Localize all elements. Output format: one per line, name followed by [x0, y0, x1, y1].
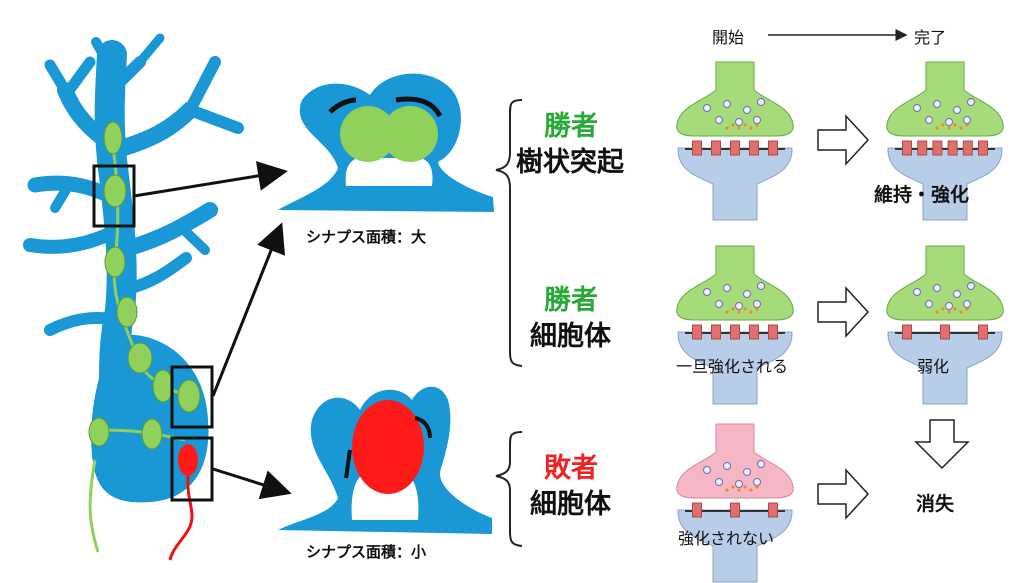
- neuron: [23, 33, 244, 561]
- synapse-row3-start: [676, 423, 794, 583]
- row2-start-note: 一旦強化される: [676, 357, 789, 376]
- transition-arrow-row3: [817, 468, 870, 520]
- highlight-box-soma-winner: [170, 365, 214, 429]
- group1-target: 樹状突起: [516, 147, 624, 178]
- transition-arrow-row2: [817, 286, 870, 338]
- timeline-start-label: 開始: [712, 28, 745, 47]
- small-synapse-illustration: [278, 386, 492, 534]
- braces: [495, 99, 523, 547]
- group3-target: 細胞体: [530, 489, 611, 520]
- synapse-caption-small: シナプス面積：小: [306, 543, 427, 561]
- synapse-caption-large: シナプス面積：大: [306, 228, 427, 246]
- outcome-row1: 維持・強化: [874, 184, 970, 206]
- outcome-row3: 消失: [916, 493, 955, 515]
- large-synapse-illustration: [278, 73, 494, 213]
- group2-status: 勝者: [544, 285, 598, 316]
- synapse-row1-start: [676, 61, 794, 221]
- zoom-arrows: [133, 161, 292, 500]
- transition-arrow-row1: [817, 114, 870, 166]
- synapse-row2-end: [886, 245, 1004, 405]
- timeline-end-label: 完了: [914, 28, 947, 47]
- synapse-panels: [676, 61, 1004, 583]
- group1-status: 勝者: [544, 111, 598, 142]
- synapse-row2-start: [676, 245, 794, 405]
- synapse-row1-end: [886, 61, 1004, 221]
- highlight-box-soma-loser: [170, 436, 214, 502]
- group2-target: 細胞体: [530, 321, 611, 352]
- row3-start-note: 強化されない: [678, 529, 775, 548]
- transition-arrow-down: [914, 419, 970, 470]
- outcome-row2: 弱化: [917, 357, 950, 376]
- group3-status: 敗者: [544, 453, 598, 484]
